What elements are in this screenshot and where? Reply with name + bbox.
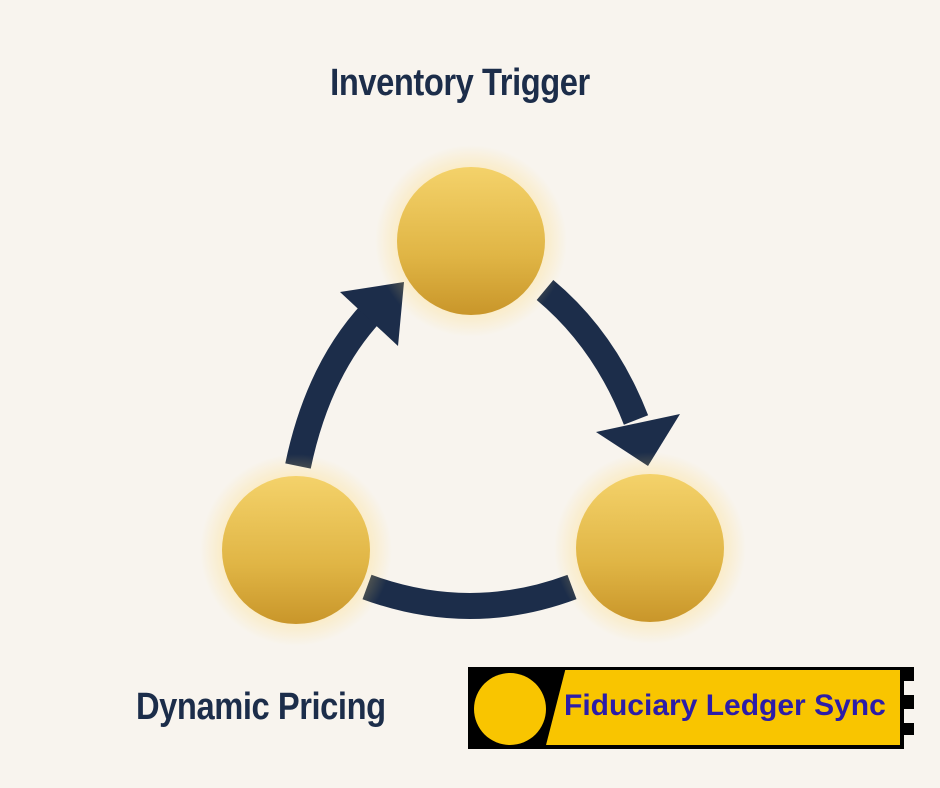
legend-notch	[904, 681, 914, 695]
node-label-dynamic-pricing: Dynamic Pricing	[136, 686, 386, 728]
legend-dot-icon	[474, 673, 546, 745]
node-top	[375, 145, 567, 337]
legend-badge: Fiduciary Ledger Sync	[468, 667, 914, 749]
cycle-arrows	[285, 280, 649, 619]
node-right	[554, 452, 746, 644]
legend-notch	[904, 735, 914, 749]
arrowhead-top	[340, 282, 404, 346]
legend-label: Fiduciary Ledger Sync	[564, 689, 886, 722]
node-label-inventory-trigger: Inventory Trigger	[330, 62, 590, 104]
arrow-top-to-right	[536, 280, 649, 425]
legend-notch	[904, 709, 914, 723]
arrowhead-right	[596, 414, 680, 466]
arrow-right-to-left	[362, 574, 577, 619]
arrow-left-to-top	[285, 303, 382, 469]
node-left	[200, 454, 392, 646]
